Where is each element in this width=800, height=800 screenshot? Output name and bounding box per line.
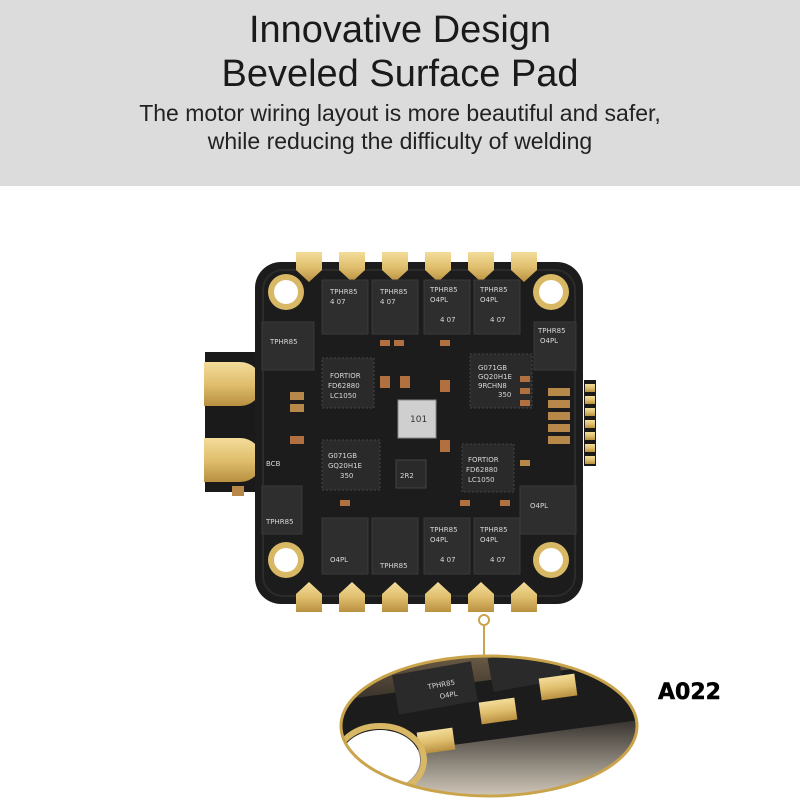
svg-text:101: 101 <box>410 415 427 425</box>
mosfet-right-top: TPHR85 O4PL <box>533 321 577 371</box>
svg-text:TPHR85: TPHR85 <box>379 562 408 570</box>
svg-text:O4PL: O4PL <box>480 536 498 544</box>
svg-text:O4PL: O4PL <box>439 690 458 701</box>
svg-text:FORTIOR: FORTIOR <box>330 372 361 380</box>
driver-chip-top: FORTIOR FD62880 LC1050 <box>321 357 375 409</box>
motor-pads-bottom <box>296 582 537 612</box>
mosfet-left-top: TPHR85 <box>261 321 315 371</box>
zoom-detail: TPHR85 O4PL <box>339 654 639 798</box>
mosfet-right-bottom: O4PL <box>519 485 577 535</box>
mosfet-top-3: TPHR85 O4PL 4 07 <box>423 279 471 335</box>
svg-text:TPHR85: TPHR85 <box>379 288 408 296</box>
description-line-1: The motor wiring layout is more beautifu… <box>139 100 661 126</box>
svg-text:O4PL: O4PL <box>430 296 448 304</box>
svg-text:FORTIOR: FORTIOR <box>468 456 499 464</box>
svg-text:O4PL: O4PL <box>430 536 448 544</box>
svg-text:O4PL: O4PL <box>330 556 348 564</box>
svg-text:TPHR85: TPHR85 <box>537 327 566 335</box>
svg-text:350: 350 <box>498 391 511 399</box>
description-line-2: while reducing the difficulty of welding <box>207 128 593 154</box>
svg-text:G071GB: G071GB <box>478 364 507 372</box>
svg-text:4 07: 4 07 <box>440 316 456 324</box>
driver-chip-bottom: FORTIOR FD62880 LC1050 <box>461 443 515 493</box>
svg-text:TPHR85: TPHR85 <box>269 338 298 346</box>
svg-text:4 07: 4 07 <box>490 556 506 564</box>
svg-text:TPHR85: TPHR85 <box>265 518 294 526</box>
mosfet-bottom-4: TPHR85 O4PL 4 07 <box>473 517 521 575</box>
mosfet-bottom-2: TPHR85 <box>371 517 419 575</box>
svg-text:FD62880: FD62880 <box>466 466 498 474</box>
svg-text:TPHR85: TPHR85 <box>329 288 358 296</box>
motor-pads-top <box>296 252 537 282</box>
svg-text:9RCHN8: 9RCHN8 <box>478 382 507 390</box>
mosfet-bottom-3: TPHR85 O4PL 4 07 <box>423 517 471 575</box>
inductor: 101 <box>397 399 437 439</box>
svg-text:350: 350 <box>340 472 353 480</box>
svg-text:2R2: 2R2 <box>400 472 414 480</box>
svg-text:TPHR85: TPHR85 <box>479 286 508 294</box>
svg-text:O4PL: O4PL <box>540 337 558 345</box>
headline-line-1: Innovative Design <box>248 9 552 51</box>
mcu-chip-bottom: G071GB GQ20H1E 350 <box>321 439 381 491</box>
inductor-2r2: 2R2 <box>395 459 427 489</box>
mosfet-top-2: TPHR85 4 07 <box>371 279 419 335</box>
signal-pads-right <box>584 380 596 466</box>
svg-text:4 07: 4 07 <box>490 316 506 324</box>
svg-text:4 07: 4 07 <box>330 298 346 306</box>
svg-text:GQ20H1E: GQ20H1E <box>328 462 362 470</box>
svg-text:FD62880: FD62880 <box>328 382 360 390</box>
esc-board-photo: TPHR85 4 07 TPHR85 4 07 TPHR85 O4PL 4 07… <box>204 252 639 798</box>
headline-line-2: Beveled Surface Pad <box>221 53 579 95</box>
mosfet-bottom-1: O4PL <box>321 517 369 575</box>
svg-text:LC1050: LC1050 <box>330 392 357 400</box>
header-banner <box>0 0 800 186</box>
svg-text:O4PL: O4PL <box>480 296 498 304</box>
mosfet-left-bottom: TPHR85 <box>261 485 303 535</box>
silk-label-bcb: BCB <box>266 460 281 468</box>
svg-text:TPHR85: TPHR85 <box>479 526 508 534</box>
product-code-badge: A022 <box>658 680 721 706</box>
svg-text:TPHR85: TPHR85 <box>429 526 458 534</box>
svg-text:LC1050: LC1050 <box>468 476 495 484</box>
mosfet-top-4: TPHR85 O4PL 4 07 <box>473 279 521 335</box>
svg-text:G071GB: G071GB <box>328 452 357 460</box>
mcu-chip-top: G071GB GQ20H1E 9RCHN8 350 <box>469 353 533 409</box>
callout-pointer <box>478 614 490 656</box>
svg-text:GQ20H1E: GQ20H1E <box>478 373 512 381</box>
passive-components <box>232 340 570 506</box>
mosfet-top-1: TPHR85 4 07 <box>321 279 369 335</box>
svg-text:O4PL: O4PL <box>530 502 548 510</box>
svg-text:TPHR85: TPHR85 <box>429 286 458 294</box>
svg-text:4 07: 4 07 <box>440 556 456 564</box>
svg-text:4 07: 4 07 <box>380 298 396 306</box>
